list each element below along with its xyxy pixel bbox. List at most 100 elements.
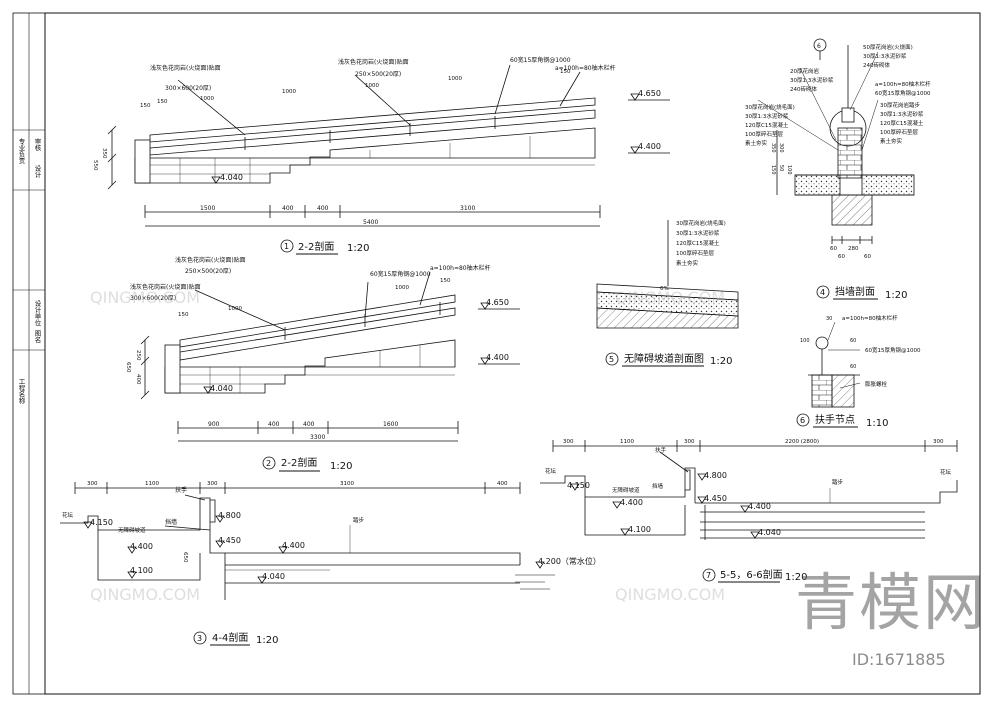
svg-text:4.040: 4.040: [262, 572, 285, 581]
watermark-small-3: QINGMO.COM: [90, 585, 201, 604]
svg-text:3300: 3300: [310, 434, 325, 441]
svg-text:100厚碎石垫层: 100厚碎石垫层: [676, 249, 714, 257]
svg-text:400: 400: [135, 374, 141, 385]
svg-text:350: 350: [770, 143, 776, 153]
svg-text:踏步: 踏步: [832, 478, 844, 486]
view-6-section: [808, 321, 861, 408]
svg-text:300: 300: [563, 439, 574, 445]
svg-text:300×600(20厚): 300×600(20厚): [130, 295, 176, 302]
watermark-id: ID:1671885: [852, 650, 946, 669]
svg-text:1:20: 1:20: [710, 356, 732, 367]
svg-text:2-2剖面: 2-2剖面: [281, 456, 317, 469]
tb-review: 审核: [33, 137, 41, 153]
svg-text:4.450: 4.450: [704, 494, 727, 503]
svg-text:1000: 1000: [282, 89, 296, 95]
svg-text:300: 300: [684, 439, 695, 445]
svg-text:踏步: 踏步: [353, 516, 365, 524]
svg-text:60宽15厚角钢@1000: 60宽15厚角钢@1000: [510, 56, 571, 64]
svg-text:无障碍坡道: 无障碍坡道: [118, 526, 146, 534]
svg-text:240砖砌体: 240砖砌体: [863, 61, 890, 69]
svg-text:100厚碎石垫层: 100厚碎石垫层: [745, 130, 783, 138]
svg-text:30厚1:3水泥砂浆: 30厚1:3水泥砂浆: [880, 110, 924, 118]
svg-text:挡墙: 挡墙: [165, 518, 177, 526]
svg-text:5-5，6-6剖面: 5-5，6-6剖面: [720, 568, 783, 581]
svg-text:30厚1:3水泥砂浆: 30厚1:3水泥砂浆: [745, 112, 789, 120]
svg-text:扶手: 扶手: [175, 486, 187, 494]
svg-text:无障碍坡道剖面图: 无障碍坡道剖面图: [624, 352, 704, 365]
svg-text:4.040: 4.040: [758, 528, 781, 537]
svg-text:1100: 1100: [620, 439, 634, 445]
svg-text:浅灰色花岗岩(火烧面)贴面: 浅灰色花岗岩(火烧面)贴面: [130, 283, 201, 291]
svg-text:4.100: 4.100: [628, 525, 651, 534]
watermark-brand: 青模网: [795, 566, 988, 639]
svg-text:30厚花岗岩踏步: 30厚花岗岩踏步: [880, 101, 920, 109]
svg-text:3: 3: [197, 634, 202, 643]
svg-text:1000: 1000: [365, 83, 379, 89]
svg-text:30厚1:3水泥砂浆: 30厚1:3水泥砂浆: [676, 229, 720, 237]
svg-text:240砖砌体: 240砖砌体: [790, 85, 817, 93]
svg-text:60宽15厚角钢@1000: 60宽15厚角钢@1000: [875, 89, 931, 97]
svg-text:400: 400: [268, 421, 280, 428]
svg-text:60: 60: [830, 246, 837, 252]
view-4-section: [757, 38, 915, 244]
svg-text:无障碍坡道: 无障碍坡道: [612, 486, 640, 494]
svg-text:60宽15厚角钢@1000: 60宽15厚角钢@1000: [370, 270, 431, 278]
svg-text:4.450: 4.450: [218, 536, 241, 545]
svg-text:4: 4: [820, 288, 825, 297]
svg-text:400: 400: [497, 481, 508, 487]
svg-text:挡墙: 挡墙: [652, 482, 664, 490]
view-6-caption: 6 扶手节点 1:10: [796, 413, 888, 429]
svg-text:30厚1:3水泥砂浆: 30厚1:3水泥砂浆: [790, 76, 834, 84]
watermark-small-1: QINGMO.COM: [90, 288, 201, 307]
svg-text:50厚花岗岩(火烧面): 50厚花岗岩(火烧面): [863, 43, 913, 51]
svg-text:4.800: 4.800: [218, 511, 241, 520]
svg-text:1:10: 1:10: [866, 418, 888, 429]
svg-text:浅灰色花岗岩(火烧面)贴面: 浅灰色花岗岩(火烧面)贴面: [175, 256, 246, 264]
svg-text:150: 150: [140, 103, 151, 109]
view-3-caption: 3 4-4剖面 1:20: [193, 631, 278, 646]
svg-text:300: 300: [778, 143, 784, 153]
watermark-small-4: QINGMO.COM: [615, 585, 726, 604]
svg-text:4.400: 4.400: [638, 142, 661, 151]
svg-text:6%: 6%: [660, 286, 669, 292]
svg-text:150: 150: [770, 165, 776, 175]
svg-text:60: 60: [850, 338, 856, 344]
svg-text:2-2剖面: 2-2剖面: [298, 240, 334, 253]
svg-text:60: 60: [838, 254, 845, 260]
svg-text:250×500(20厚): 250×500(20厚): [185, 268, 231, 275]
svg-text:a=100h=80柚木栏杆: a=100h=80柚木栏杆: [875, 80, 931, 88]
view-1-section: [107, 64, 670, 227]
svg-text:1000: 1000: [448, 76, 462, 82]
svg-text:4.400: 4.400: [130, 542, 153, 551]
svg-text:1000: 1000: [228, 306, 242, 312]
view-7-text: 300 1100 300 2200 (2800) 300 扶手 花坛 无障碍坡道…: [545, 439, 952, 537]
svg-text:300: 300: [933, 439, 944, 445]
svg-text:280: 280: [848, 246, 859, 252]
svg-text:4.400: 4.400: [748, 502, 771, 511]
svg-text:7: 7: [706, 571, 711, 580]
svg-text:挡墙剖面: 挡墙剖面: [835, 285, 875, 298]
view-3-section: [60, 482, 555, 600]
svg-text:1000: 1000: [395, 285, 409, 291]
svg-text:150: 150: [157, 99, 168, 105]
svg-text:300: 300: [87, 481, 98, 487]
svg-text:4.800: 4.800: [704, 471, 727, 480]
svg-text:60: 60: [864, 254, 871, 260]
svg-text:4.400: 4.400: [486, 353, 509, 362]
svg-text:浅灰色花岗岩(火烧面)贴面: 浅灰色花岗岩(火烧面)贴面: [150, 64, 221, 72]
svg-text:120厚C15混凝土: 120厚C15混凝土: [745, 121, 789, 129]
svg-text:5: 5: [609, 355, 614, 364]
svg-text:花坛: 花坛: [545, 467, 557, 475]
svg-text:650: 650: [125, 362, 131, 373]
svg-text:1600: 1600: [383, 421, 398, 428]
svg-text:400: 400: [317, 205, 329, 212]
svg-text:20厚花岗岩: 20厚花岗岩: [790, 67, 819, 75]
svg-text:350: 350: [101, 148, 107, 159]
svg-text:550: 550: [92, 160, 98, 171]
tb-drawing-name: 图名: [33, 330, 41, 345]
svg-text:花坛: 花坛: [940, 468, 952, 476]
svg-text:30: 30: [826, 316, 832, 322]
svg-text:4.200（常水位）: 4.200（常水位）: [538, 556, 601, 566]
svg-text:120厚C15混凝土: 120厚C15混凝土: [676, 239, 720, 247]
svg-text:120厚C15混凝土: 120厚C15混凝土: [880, 119, 924, 127]
